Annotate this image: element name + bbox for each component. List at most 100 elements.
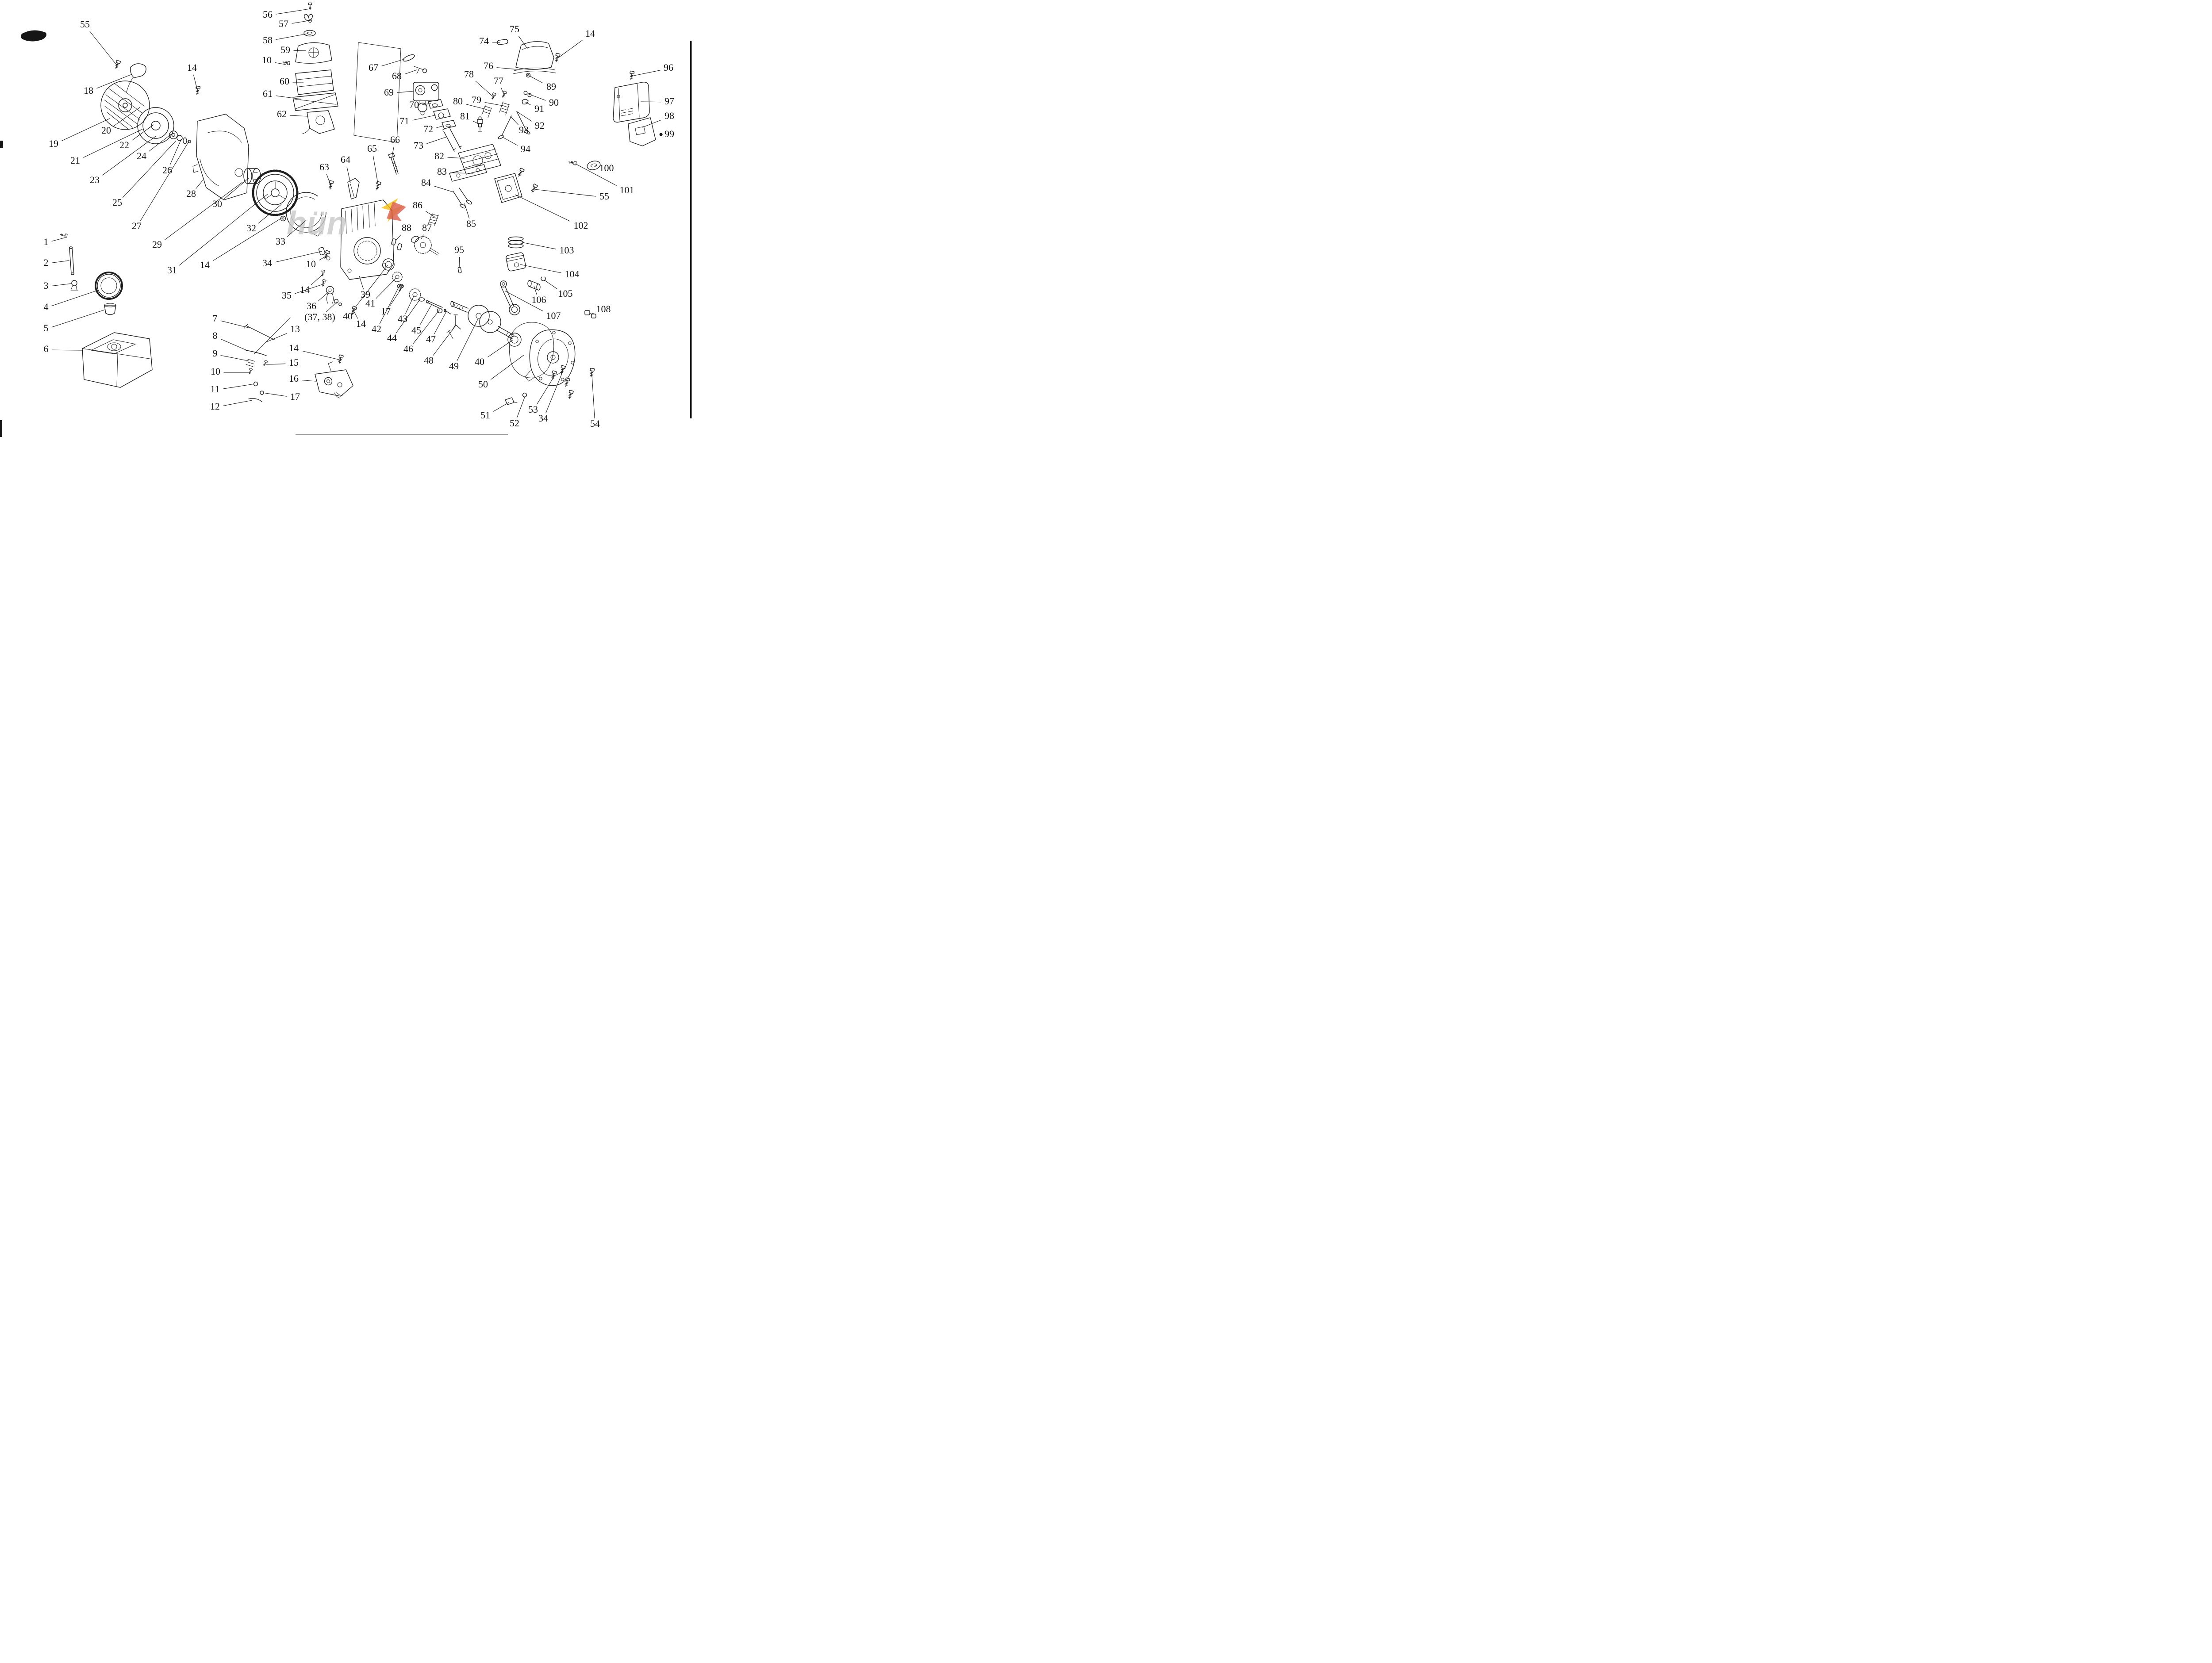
misc-hardware <box>327 153 399 199</box>
leader-line <box>595 165 598 167</box>
part-label-79: 79 <box>472 94 481 105</box>
leader-line <box>276 95 301 100</box>
leader-line <box>196 180 203 189</box>
part-label-78: 78 <box>464 69 474 80</box>
part-label-100: 100 <box>599 162 614 173</box>
part-label-87: 87 <box>422 222 432 233</box>
part-label-84: 84 <box>421 177 431 188</box>
leader-line <box>223 400 253 406</box>
leader-line <box>258 204 282 224</box>
leader-line <box>396 299 421 333</box>
part-label-55: 55 <box>80 19 90 30</box>
leader-line <box>496 67 518 70</box>
cylinder-head-cover <box>490 39 561 100</box>
leader-line <box>51 290 99 307</box>
recoil-starter-assembly <box>100 63 191 144</box>
leader-line <box>525 102 532 106</box>
part-label-96: 96 <box>664 62 673 73</box>
leader-line <box>534 286 537 295</box>
part-label-72: 72 <box>423 123 433 134</box>
leader-line <box>61 118 110 141</box>
leader-line <box>89 31 118 67</box>
part-label-67: 67 <box>369 62 378 73</box>
part-label-27: 27 <box>132 220 142 231</box>
leader-line <box>223 383 255 389</box>
fan-shroud <box>192 114 249 200</box>
part-label-11: 11 <box>210 383 219 395</box>
part-label-40: 40 <box>475 356 484 367</box>
part-label-19: 19 <box>49 138 58 149</box>
part-label-60: 60 <box>280 76 289 87</box>
leader-line <box>473 121 479 124</box>
part-label-99: 99 <box>664 128 674 139</box>
piston-assembly <box>500 236 546 315</box>
part-label-83: 83 <box>437 166 447 177</box>
leader-line <box>265 333 287 343</box>
control-linkage <box>244 317 353 402</box>
part-label-85: 85 <box>466 218 476 229</box>
leader-line <box>591 313 594 314</box>
part-label-7: 7 <box>213 313 218 324</box>
leader-line <box>490 354 525 380</box>
part-label-29: 29 <box>152 239 162 250</box>
engine-block <box>320 199 395 364</box>
flywheel-ring <box>286 192 326 237</box>
leader-line <box>220 320 251 329</box>
part-label-9: 9 <box>213 348 218 359</box>
leader-line <box>405 69 417 74</box>
leader-line <box>114 107 140 126</box>
part-label-42: 42 <box>372 323 381 334</box>
part-label-95: 95 <box>454 244 464 255</box>
leader-line <box>447 157 465 159</box>
part-label-97: 97 <box>664 96 674 107</box>
leader-line <box>51 283 73 287</box>
leader-line <box>395 234 402 241</box>
leader-line <box>164 182 243 240</box>
part-label-17: 17 <box>290 391 300 402</box>
head-gasket <box>449 164 487 182</box>
part-label-64: 64 <box>341 154 350 165</box>
leader-line <box>140 140 190 221</box>
leader-line <box>421 234 424 239</box>
part-label-10: 10 <box>262 54 272 65</box>
leader-line <box>169 138 182 165</box>
part-label-6: 6 <box>44 343 49 354</box>
part-label-2: 2 <box>44 257 49 268</box>
leader-line <box>515 194 571 222</box>
leader-line <box>96 74 132 89</box>
leader-line <box>433 325 456 356</box>
part-label-56: 56 <box>263 9 273 20</box>
leader-line <box>475 80 494 98</box>
leader-line <box>642 119 661 128</box>
leader-line <box>149 134 171 152</box>
leader-line <box>295 284 324 294</box>
part-label-45: 45 <box>411 325 421 336</box>
part-label-98: 98 <box>664 110 674 121</box>
part-label-77: 77 <box>494 75 503 86</box>
leader-line <box>412 309 440 344</box>
leader-line <box>631 70 661 77</box>
leader-line <box>326 301 338 313</box>
leader-line <box>379 286 399 324</box>
leader-line <box>376 277 397 299</box>
part-label-68: 68 <box>392 70 402 81</box>
leader-line <box>83 129 143 158</box>
leader-line <box>275 62 286 65</box>
part-label-21: 21 <box>70 155 80 166</box>
part-label-75: 75 <box>510 23 519 34</box>
part-label-10: 10 <box>211 366 220 377</box>
part-label-93: 93 <box>519 124 529 135</box>
part-label-74: 74 <box>479 35 489 46</box>
part-label-14: 14 <box>200 259 210 270</box>
leader-line <box>326 174 331 186</box>
part-label-105: 105 <box>558 288 573 299</box>
crankshaft <box>450 267 522 347</box>
part-label-15: 15 <box>289 357 299 368</box>
leader-line <box>292 20 311 24</box>
leader-line <box>179 193 269 266</box>
part-label-20: 20 <box>101 125 111 136</box>
leader-line <box>529 75 544 84</box>
part-label-22: 22 <box>119 139 129 150</box>
leader-line <box>412 115 437 121</box>
part-label-46: 46 <box>403 343 413 354</box>
